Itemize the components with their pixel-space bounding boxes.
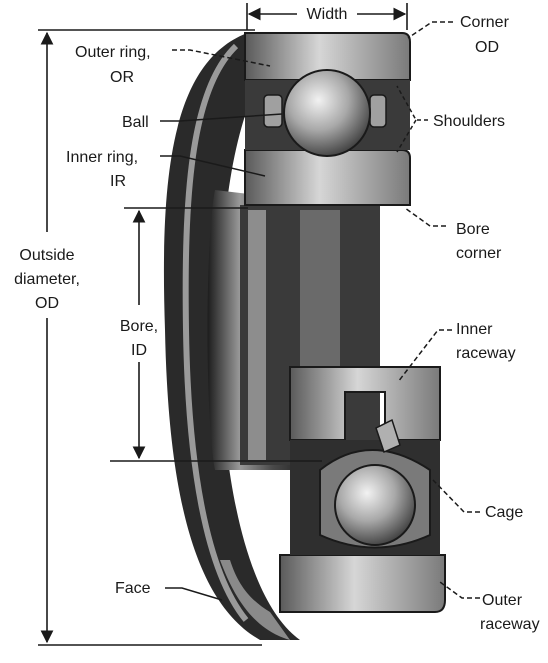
leader-cage — [433, 480, 480, 512]
label-shoulders: Shoulders — [433, 113, 505, 130]
leader-bore-corner — [405, 208, 446, 226]
bearing-illustration — [164, 32, 445, 640]
label-inner-raceway-1: Inner — [456, 321, 493, 338]
label-outside-diameter-2: diameter, — [14, 271, 80, 288]
label-inner-ring-2: IR — [110, 173, 126, 190]
label-bore-1: Bore, — [120, 318, 158, 335]
outer-ring-bottom — [280, 555, 445, 612]
label-outer-ring-1: Outer ring, — [75, 44, 151, 61]
label-bore-2: ID — [131, 342, 147, 359]
bore-bright-band — [248, 210, 266, 460]
label-inner-ring-1: Inner ring, — [66, 149, 138, 166]
label-inner-raceway-2: raceway — [456, 345, 516, 362]
label-corner-od-1: Corner — [460, 14, 510, 31]
label-outside-diameter-1: Outside — [19, 247, 74, 264]
label-ball: Ball — [122, 114, 149, 131]
label-face: Face — [115, 580, 151, 597]
label-outside-diameter-3: OD — [35, 295, 59, 312]
ball-bottom — [335, 465, 415, 545]
ball-top — [284, 70, 370, 156]
label-bore-corner-2: corner — [456, 245, 502, 262]
label-corner-od-2: OD — [475, 39, 499, 56]
label-bore-corner-1: Bore — [456, 221, 490, 238]
label-width: Width — [307, 6, 348, 23]
label-outer-raceway-1: Outer — [482, 592, 523, 609]
cage-top-right — [370, 95, 386, 127]
cage-top-left — [264, 95, 282, 127]
inner-ring-top — [245, 150, 410, 205]
leader-corner-od — [408, 22, 453, 38]
label-outer-raceway-2: raceway — [480, 616, 540, 633]
label-outer-ring-2: OR — [110, 69, 134, 86]
label-cage: Cage — [485, 504, 523, 521]
